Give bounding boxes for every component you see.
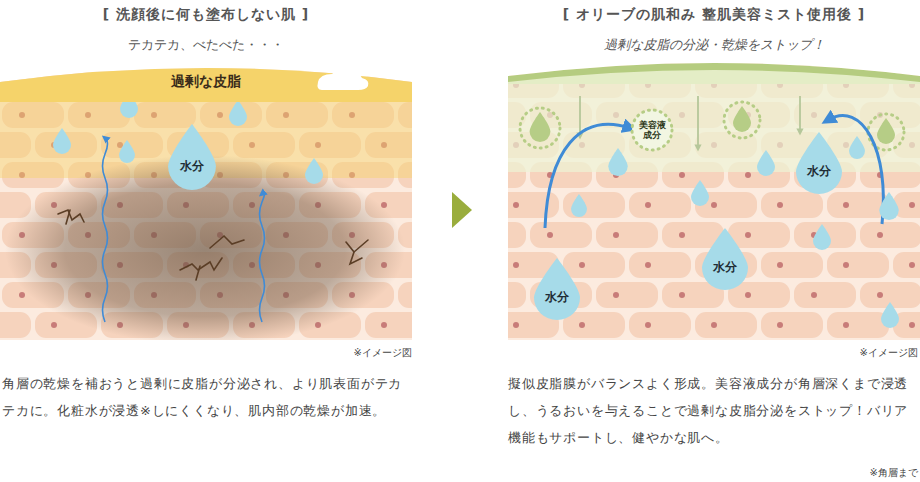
panel-right: [ オリーブの肌和み 整肌美容ミスト使用後 ] 過剰な皮脂の分泌・乾燥をストップ！…	[508, 0, 920, 340]
panel-subheading: テカテカ、べたべた・・・	[0, 36, 412, 54]
band-label: 過剰な皮脂	[0, 60, 412, 91]
panel-heading: [ オリーブの肌和み 整肌美容ミスト使用後 ]	[508, 6, 920, 24]
panel-heading: [ 洗顔後に何も塗布しない肌 ]	[0, 6, 412, 24]
drop-label: 水分	[700, 259, 750, 276]
image-note: ※イメージ図	[856, 346, 918, 360]
water-drop: 水分	[532, 258, 582, 320]
drop-label: 水分	[166, 158, 218, 175]
shape-outline	[700, 228, 750, 290]
shape-outline	[532, 258, 582, 320]
drop-label: 水分	[794, 163, 844, 180]
drop-label: 水分	[532, 289, 582, 306]
serum-component: 美容液成分	[630, 108, 674, 152]
shape-outline	[794, 132, 844, 194]
panel-left: [ 洗顔後に何も塗布しない肌 ] テカテカ、べたべた・・・過剰な皮脂水分	[0, 0, 412, 340]
water-drop: 水分	[166, 124, 218, 190]
serum-label: 美容液成分	[637, 120, 667, 141]
shape-outline	[166, 124, 218, 190]
image-note: ※イメージ図	[352, 346, 412, 360]
sebum-band: 過剰な皮脂	[0, 60, 412, 102]
footnote: ※角層まで	[840, 466, 918, 480]
water-drop: 水分	[794, 132, 844, 194]
water-drop: 水分	[700, 228, 750, 290]
panel-subheading: 過剰な皮脂の分泌・乾燥をストップ！	[508, 36, 920, 54]
body-text: 角層の乾燥を補おうと過剰に皮脂が分泌され、より肌表面がテカテカに。化粧水が浸透※…	[2, 370, 414, 424]
body-text: 擬似皮脂膜がバランスよく形成。美容液成分が角層深くまで浸透し、うるおいを与えるこ…	[508, 370, 920, 451]
